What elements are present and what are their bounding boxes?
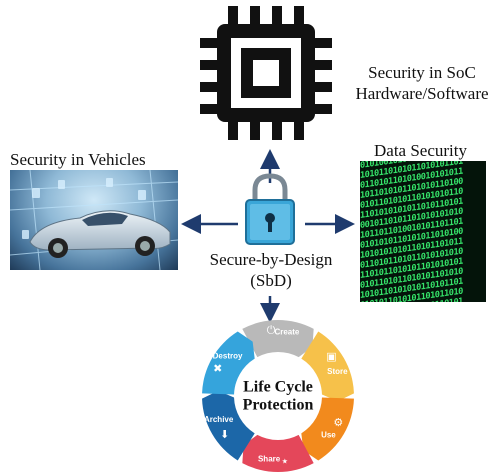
sbd-label: Secure-by-Design (SbD) <box>186 249 356 291</box>
lifecycle-segment-create <box>242 320 314 358</box>
vehicle-image <box>10 170 178 270</box>
lifecycle-segment-use <box>301 397 354 461</box>
data-security-image: 0101001010010101110110 10101101010110101… <box>360 161 486 302</box>
lifecycle-stage-label: Destroy <box>213 352 243 361</box>
sbd-label-line2: (SbD) <box>250 271 292 290</box>
trash-icon: ✖ <box>213 362 222 375</box>
lifecycle-segment-archive <box>202 390 255 461</box>
soc-label: Security in SoC Hardware/Software <box>346 62 498 104</box>
chip-icon <box>200 6 332 140</box>
lifecycle-center <box>236 354 320 438</box>
lifecycle-segment-share <box>242 434 314 472</box>
lifecycle-title-line2: Protection <box>243 397 314 414</box>
lifecycle-stage-label: Create <box>274 328 299 337</box>
save-disk-icon: ▣ <box>326 350 336 363</box>
archive-download-icon: ⬇ <box>220 428 229 441</box>
lifecycle-segment-store <box>301 331 354 402</box>
lifecycle-title-line1: Life Cycle <box>243 379 313 396</box>
car-icon <box>10 170 178 270</box>
sbd-label-line1: Secure-by-Design <box>209 250 333 269</box>
lifecycle-stage-label: Archive <box>204 415 234 424</box>
vehicles-label: Security in Vehicles <box>10 150 146 169</box>
lifecycle-wheel: ⏻Create ▣ Store ⚙ Use ⭑Share ⬇ Archive ✖DestroyL… <box>202 320 354 472</box>
lifecycle-stage-label: Share <box>258 454 281 463</box>
lifecycle-segment-destroy <box>202 331 255 395</box>
soc-label-line2: Hardware/Software <box>355 84 489 103</box>
soc-label-line1: Security in SoC <box>368 63 476 82</box>
arrows <box>181 149 355 323</box>
data-security-label: Data Security <box>374 141 467 160</box>
gear-icon: ⚙ <box>333 416 343 429</box>
lock-icon <box>245 173 295 245</box>
lifecycle-stage-label: Store <box>327 367 348 376</box>
lifecycle-stage-label: Use <box>321 431 336 440</box>
share-icon: ⭑ <box>282 455 288 468</box>
power-icon: ⏻ <box>267 323 276 336</box>
